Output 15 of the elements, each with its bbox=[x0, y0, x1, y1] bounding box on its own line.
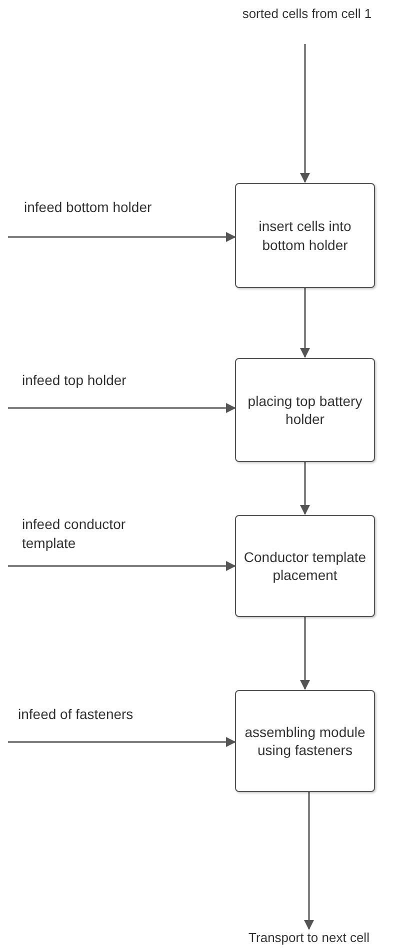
flow-text: sorted cells from cell 1 bbox=[222, 6, 392, 26]
process-box: Conductor template placement bbox=[235, 515, 375, 617]
process-box: assembling module using fasteners bbox=[235, 690, 375, 792]
process-box: insert cells into bottom holder bbox=[235, 183, 375, 288]
arrow bbox=[8, 232, 236, 242]
flow-text: Transport to next cell bbox=[214, 930, 404, 950]
arrow bbox=[304, 792, 314, 930]
arrow bbox=[8, 561, 236, 571]
arrow bbox=[300, 617, 310, 690]
process-box: placing top battery holder bbox=[235, 358, 375, 462]
arrow bbox=[300, 44, 310, 183]
arrow bbox=[300, 462, 310, 515]
arrow bbox=[8, 737, 236, 747]
arrow bbox=[8, 403, 236, 413]
arrow bbox=[300, 288, 310, 358]
